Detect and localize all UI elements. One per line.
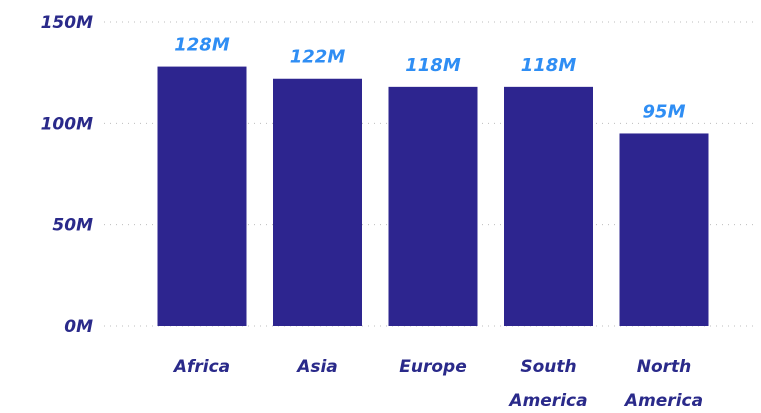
category-label: North [637,357,692,377]
bars [157,66,709,326]
category-label: South [520,357,576,377]
y-axis-tick-labels: 0M 50M 100M 150M [41,13,93,337]
y-tick-label: 0M [64,317,93,337]
category-label: Asia [295,357,338,377]
value-label: 122M [290,47,346,68]
bar [504,86,593,326]
category-label: America [507,391,587,411]
bar [388,86,478,326]
y-tick-label: 150M [41,13,93,33]
value-label: 128M [174,35,230,56]
category-label: Europe [399,357,466,377]
value-label: 95M [643,101,686,122]
value-label: 118M [521,55,577,76]
bar [619,133,709,326]
y-tick-label: 100M [41,114,93,134]
bar [157,66,247,326]
value-label: 118M [405,55,461,76]
bar [273,78,362,326]
value-labels: 128M 122M 118M 118M 95M [174,35,685,123]
y-tick-label: 50M [52,216,93,236]
category-label: Africa [172,357,230,377]
category-label: America [623,391,703,411]
